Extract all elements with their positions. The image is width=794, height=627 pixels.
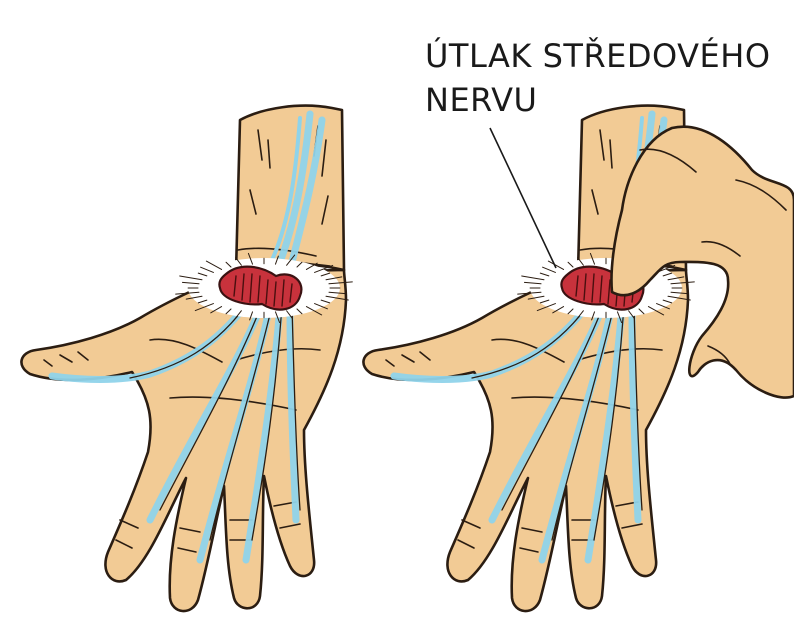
compression-label: ÚTLAK STŘEDOVÉHO NERVU bbox=[425, 34, 785, 122]
label-pointer-line bbox=[490, 128, 556, 268]
label-line-2: NERVU bbox=[425, 78, 785, 122]
hand-illustration-left bbox=[21, 106, 352, 611]
label-line-1: ÚTLAK STŘEDOVÉHO bbox=[425, 34, 785, 78]
